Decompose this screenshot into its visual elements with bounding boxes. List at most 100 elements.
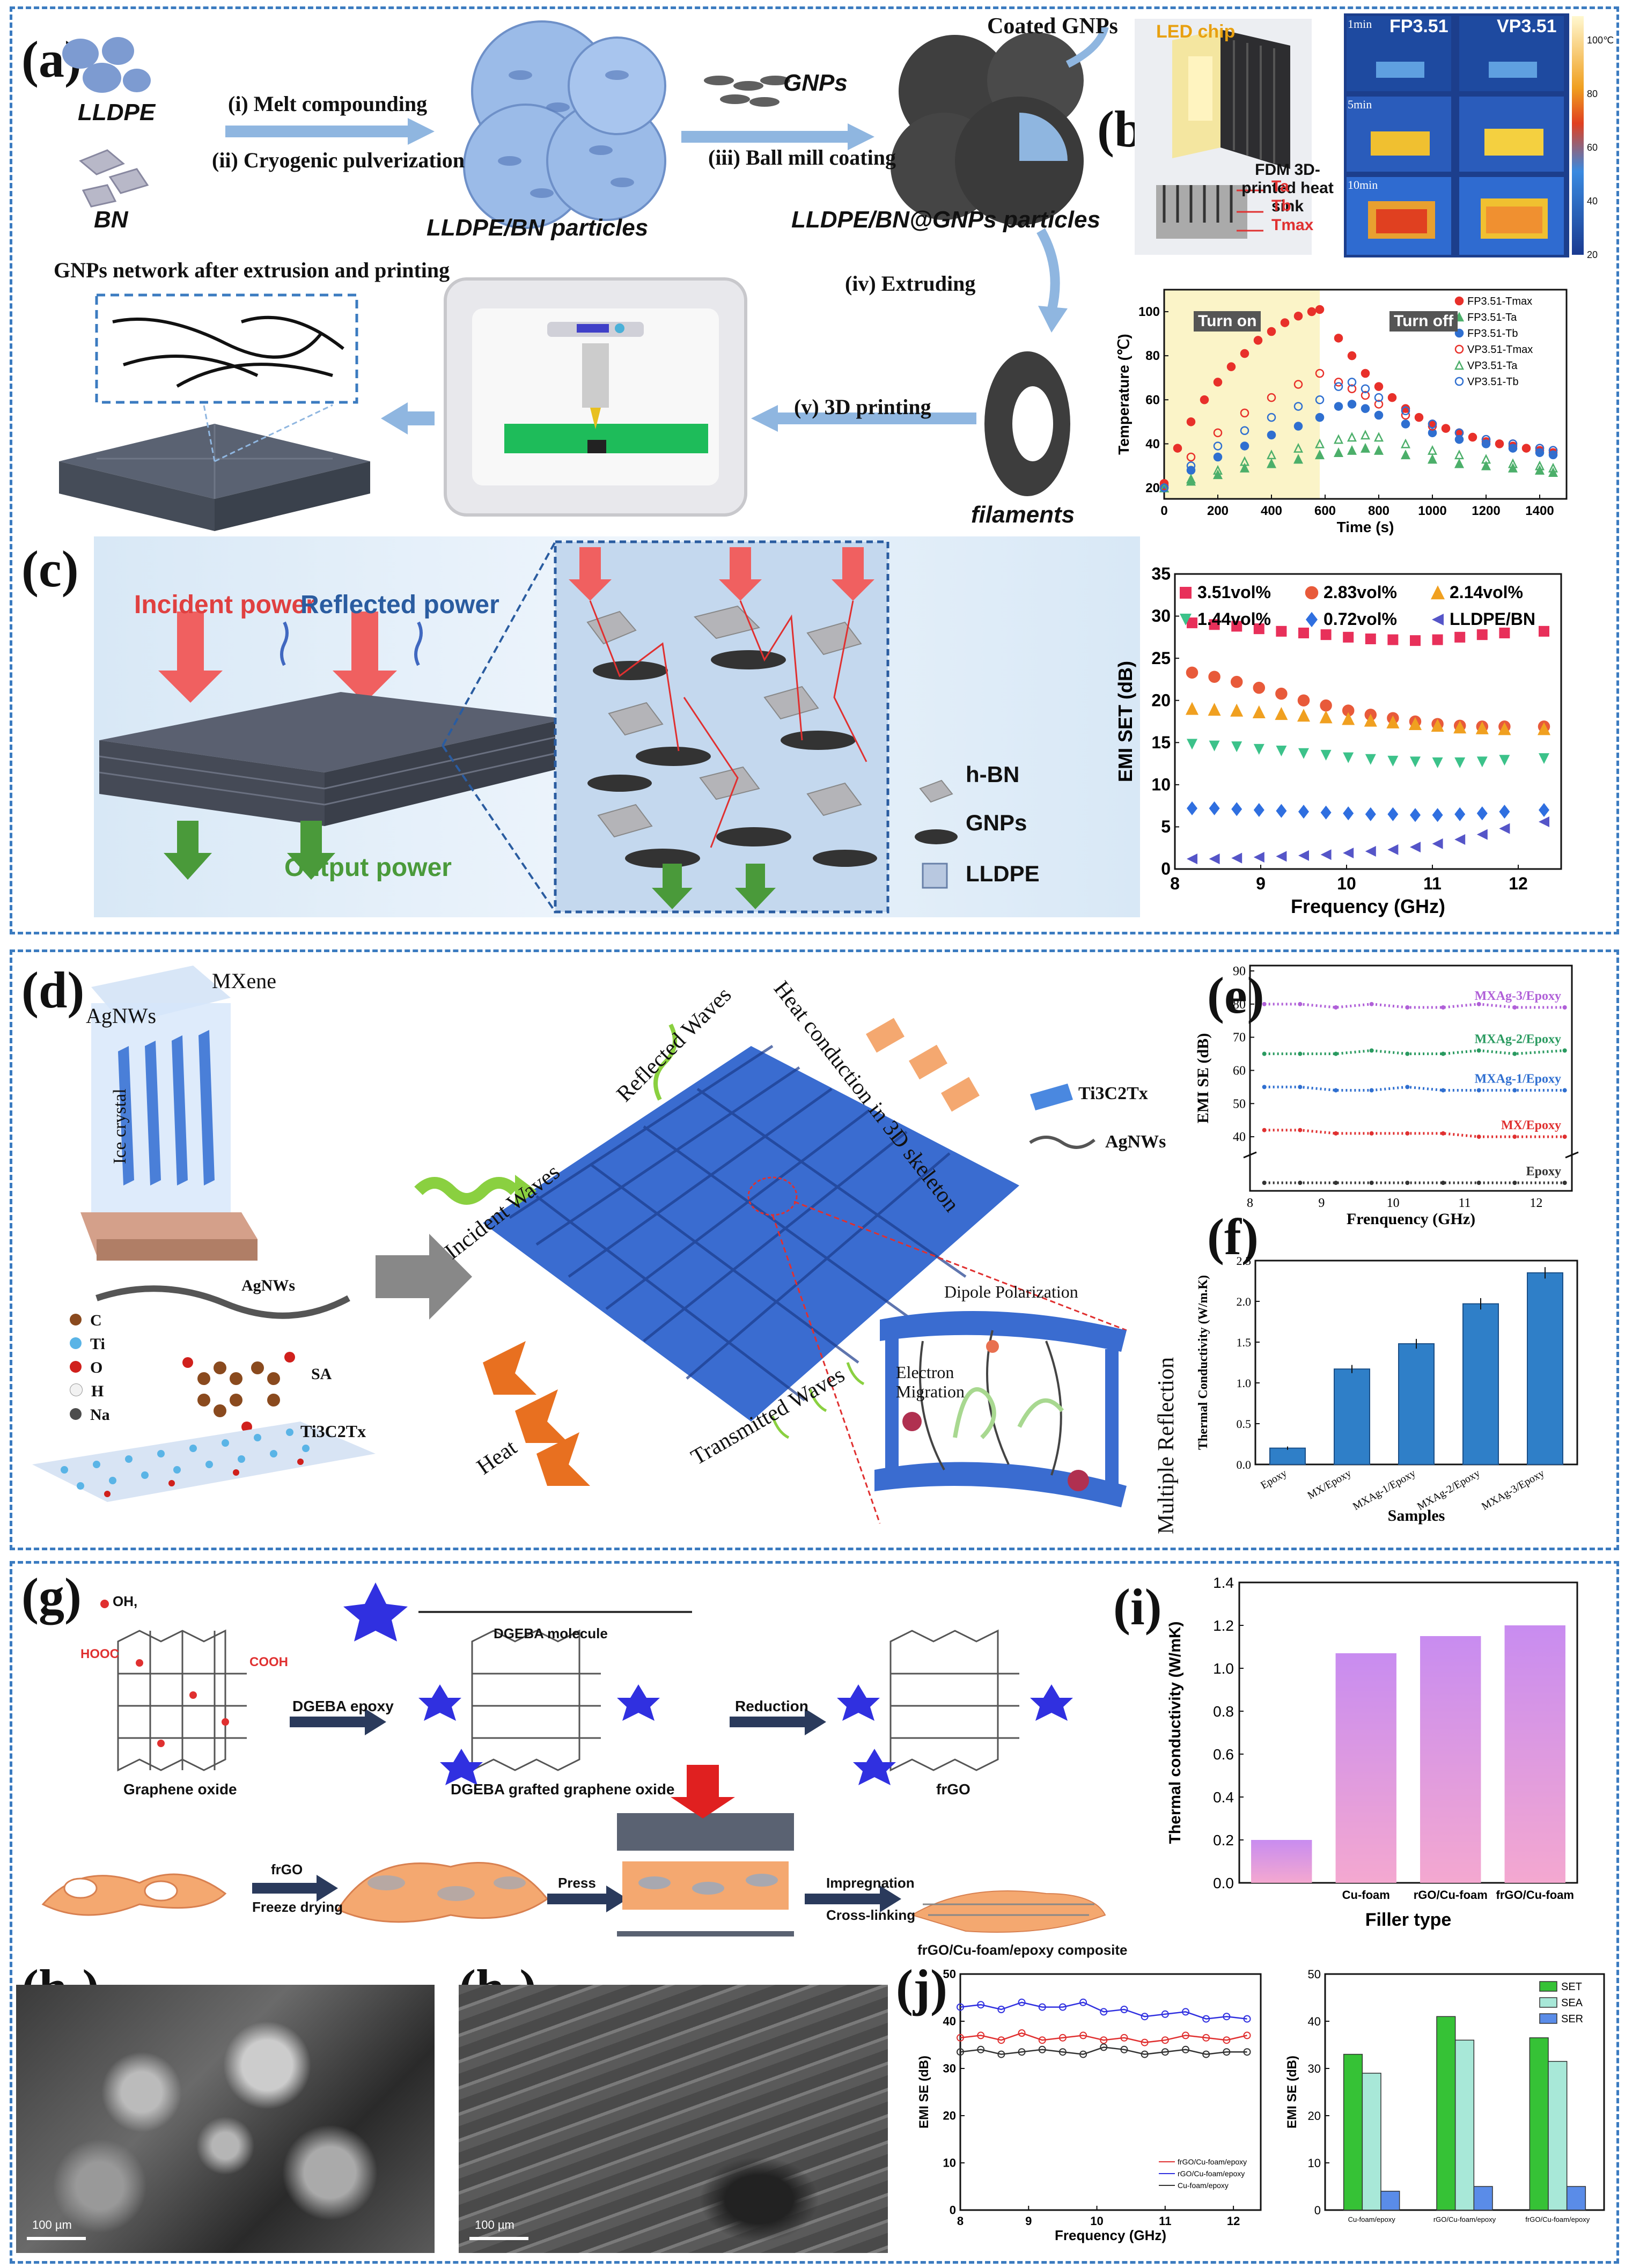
y-tick-label: 1.2: [1213, 1617, 1234, 1634]
lldpe-bn-particles: [463, 20, 666, 229]
legend-label: 3.51vol%: [1197, 583, 1271, 602]
thermal-images: [1344, 13, 1569, 257]
series-line: [1264, 1085, 1565, 1092]
colorbar-labels: 100℃ 80 60 40 20: [1587, 13, 1614, 282]
y-tick-label: 100: [1138, 305, 1160, 319]
data-point: [1410, 635, 1421, 646]
legend-label: rGO/Cu-foam/epoxy: [1178, 2169, 1245, 2178]
cb-60: 60: [1587, 142, 1598, 153]
bar: [1473, 2186, 1493, 2211]
data-point: [1209, 619, 1220, 630]
cb-100: 100℃: [1587, 35, 1614, 46]
y-tick-label: 1.0: [1213, 1660, 1234, 1677]
graphene-oxide-label: Graphene oxide: [123, 1781, 237, 1798]
data-point: [977, 2031, 985, 2039]
sa-label: SA: [311, 1365, 332, 1383]
scale-label-h2: 100 µm: [475, 2218, 514, 2232]
data-point: [1347, 351, 1357, 360]
data-point: [1100, 2036, 1108, 2044]
data-point: [997, 2050, 1005, 2058]
x-axis-label: Frequency (GHz): [1291, 895, 1445, 917]
x-tick-label: 400: [1261, 504, 1282, 518]
dgeba-go-label: DGEBA grafted graphene oxide: [451, 1781, 675, 1798]
plot-frame: [1249, 964, 1573, 1192]
frgo-label: frGO: [936, 1781, 970, 1798]
series-line: [960, 2001, 1247, 2020]
filaments-label: filaments: [971, 502, 1075, 528]
x-tick-label: 9: [1318, 1196, 1325, 1210]
data-point: [1537, 722, 1551, 735]
data-point: [1405, 1051, 1410, 1056]
reflected-power-label: Reflected power: [300, 591, 499, 619]
data-point: [1387, 807, 1399, 821]
data-point: [1202, 2015, 1210, 2023]
data-point: [1387, 844, 1399, 855]
data-point: [1298, 748, 1309, 759]
bar: [1529, 2037, 1549, 2211]
data-point: [1347, 445, 1357, 455]
data-point: [1230, 675, 1243, 688]
x-tick-label: 12: [1227, 2214, 1240, 2228]
data-point: [1476, 1135, 1481, 1139]
data-point: [1476, 629, 1488, 640]
cb-20: 20: [1587, 249, 1598, 260]
data-point: [1187, 801, 1197, 815]
data-point: [1481, 460, 1491, 470]
x-tick-label: 800: [1368, 504, 1389, 518]
data-point: [1432, 808, 1443, 822]
y-tick-label: 0: [1314, 2204, 1321, 2217]
series-line: [960, 2032, 1247, 2043]
data-point: [1369, 1002, 1374, 1006]
y-tick-label: 40: [1145, 437, 1160, 451]
data-point: [1401, 406, 1410, 416]
series-label: MXAg-2/Epoxy: [1475, 1032, 1561, 1046]
data-point: [1512, 1005, 1517, 1010]
data-point: [1293, 454, 1304, 464]
y-tick-label: 10: [1308, 2156, 1321, 2170]
x-tick-label: 11: [1159, 2214, 1171, 2228]
x-tick-label: MX/Epoxy: [1306, 1467, 1354, 1501]
legend-label: VP3.51-Tb: [1467, 376, 1519, 388]
data-point: [1512, 1051, 1517, 1056]
colorbar: [1572, 16, 1584, 255]
data-point: [1405, 1085, 1410, 1089]
data-point: [1373, 432, 1384, 442]
data-point: [1213, 428, 1223, 438]
x-tick-label: MXAg-3/Epoxy: [1480, 1467, 1547, 1513]
cooh-left: HOOC: [80, 1647, 119, 1661]
thermal-col-1: FP3.51: [1389, 16, 1448, 36]
data-point: [1334, 1005, 1338, 1010]
gnps-flakes: [704, 76, 790, 107]
y-axis-label: EMI SE (dB): [1285, 2056, 1299, 2129]
coated-particles: [891, 32, 1084, 225]
data-point: [1408, 717, 1422, 730]
data-point: [1293, 380, 1303, 389]
data-point: [1223, 2048, 1231, 2056]
data-point: [1253, 623, 1264, 635]
series-line: [1264, 1003, 1565, 1009]
bar: [1334, 1368, 1370, 1465]
data-point: [1298, 1085, 1303, 1089]
data-point: [1293, 443, 1304, 453]
y-tick-label: 1.4: [1213, 1574, 1234, 1591]
bar: [1335, 1653, 1396, 1883]
bar: [1420, 1636, 1481, 1883]
data-point: [1267, 430, 1276, 440]
y-tick-label: 20: [943, 2109, 956, 2122]
step-5: (v) 3D printing: [794, 395, 931, 419]
y-tick-label: 10: [1151, 775, 1171, 794]
data-point: [1498, 722, 1511, 735]
data-point: [1262, 1085, 1267, 1089]
data-point: [1182, 2045, 1189, 2053]
data-point: [1266, 458, 1277, 468]
legend-marker: [1454, 377, 1464, 386]
data-point: [1432, 757, 1443, 768]
data-point: [1521, 444, 1531, 453]
y-tick-label: 0.4: [1213, 1789, 1234, 1806]
thermal-row-2: 5min: [1348, 98, 1372, 111]
bar: [1462, 1303, 1499, 1465]
particles-1-label: LLDPE/BN particles: [427, 215, 649, 241]
data-point: [1266, 450, 1277, 460]
frgo-step-label: frGO: [271, 1861, 303, 1877]
legend-marker: [1454, 344, 1464, 354]
